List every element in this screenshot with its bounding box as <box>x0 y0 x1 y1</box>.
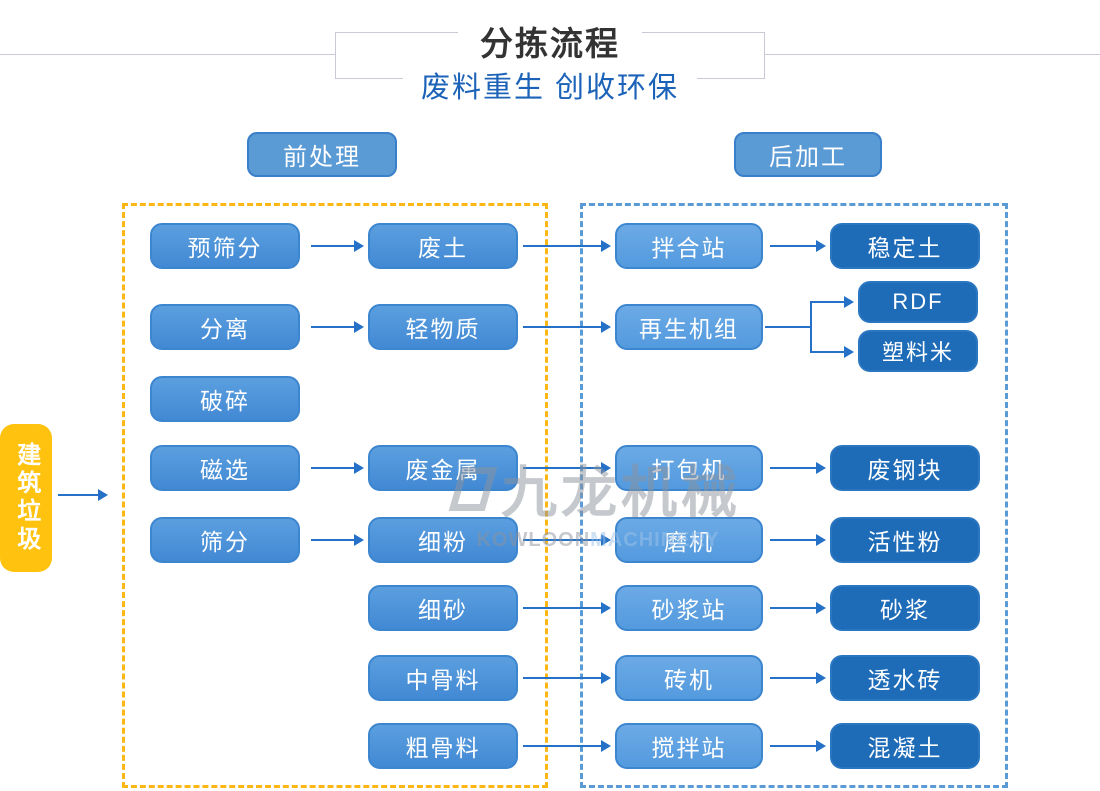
arrow-mill-to-activepowder <box>770 534 826 546</box>
node-scrap-metal: 废金属 <box>368 445 518 491</box>
node-medium-aggregate: 中骨料 <box>368 655 518 701</box>
node-mortar-station: 砂浆站 <box>615 585 763 631</box>
post-processing-region <box>580 203 1008 788</box>
header-rule-left <box>0 54 335 55</box>
node-mill: 磨机 <box>615 517 763 563</box>
arrow-mortarstation-to-mortar <box>770 602 826 614</box>
arrow-mediumaggregate-to-brickmachine <box>523 672 611 684</box>
arrow-mixstation-to-concrete <box>770 740 826 752</box>
arrow-baler-to-scrapsteel <box>770 462 826 474</box>
node-coarse-aggregate: 粗骨料 <box>368 723 518 769</box>
page-subtitle: 废料重生 创收环保 <box>402 64 698 106</box>
node-concrete: 混凝土 <box>830 723 980 769</box>
arrow-separation-to-lightmaterial <box>311 321 364 333</box>
arrow-wastesoil-to-mixingstation <box>523 240 611 252</box>
arrow-brickmachine-to-permeablebrick <box>770 672 826 684</box>
arrow-finepowder-to-mill <box>523 534 611 546</box>
arrow-mixingstation-to-stabilizedsoil <box>770 240 826 252</box>
node-light-material: 轻物质 <box>368 304 518 350</box>
node-separation: 分离 <box>150 304 300 350</box>
node-permeable-brick: 透水砖 <box>830 655 980 701</box>
arrow-source-to-pre <box>58 489 108 501</box>
fork-vertical-line <box>810 301 812 353</box>
node-screening: 筛分 <box>150 517 300 563</box>
node-scrap-steel-block: 废钢块 <box>830 445 980 491</box>
node-regeneration-unit: 再生机组 <box>615 304 763 350</box>
post-processing-button: 后加工 <box>734 132 882 177</box>
arrow-regenunit-to-plasticpellets <box>810 346 854 358</box>
arrow-magnetic-to-scrapmetal <box>311 462 364 474</box>
node-rdf: RDF <box>858 281 978 323</box>
fork-horizontal-line <box>765 326 812 328</box>
arrow-prescreening-to-wastesoil <box>311 240 364 252</box>
node-fine-powder: 细粉 <box>368 517 518 563</box>
page-title: 分拣流程 <box>458 17 642 65</box>
header-rule-right <box>765 54 1100 55</box>
node-brick-machine: 砖机 <box>615 655 763 701</box>
pre-processing-button: 前处理 <box>247 132 397 177</box>
construction-waste-source: 建筑垃圾 <box>0 424 52 572</box>
arrow-scrapmetal-to-baler <box>523 462 611 474</box>
node-active-powder: 活性粉 <box>830 517 980 563</box>
arrow-lightmaterial-to-regenunit <box>523 321 611 333</box>
pre-processing-region <box>122 203 548 788</box>
node-magnetic-separation: 磁选 <box>150 445 300 491</box>
arrow-regenunit-to-rdf <box>810 296 854 308</box>
node-fine-sand: 细砂 <box>368 585 518 631</box>
arrow-coarseaggregate-to-mixstation <box>523 740 611 752</box>
node-crushing: 破碎 <box>150 376 300 422</box>
arrow-screening-to-finepowder <box>311 534 364 546</box>
node-mixing-station: 拌合站 <box>615 223 763 269</box>
arrow-finesand-to-mortarstation <box>523 602 611 614</box>
node-concrete-mixing-station: 搅拌站 <box>615 723 763 769</box>
node-stabilized-soil: 稳定土 <box>830 223 980 269</box>
node-plastic-pellets: 塑料米 <box>858 330 978 372</box>
node-baler: 打包机 <box>615 445 763 491</box>
node-waste-soil: 废土 <box>368 223 518 269</box>
node-mortar: 砂浆 <box>830 585 980 631</box>
node-pre-screening: 预筛分 <box>150 223 300 269</box>
